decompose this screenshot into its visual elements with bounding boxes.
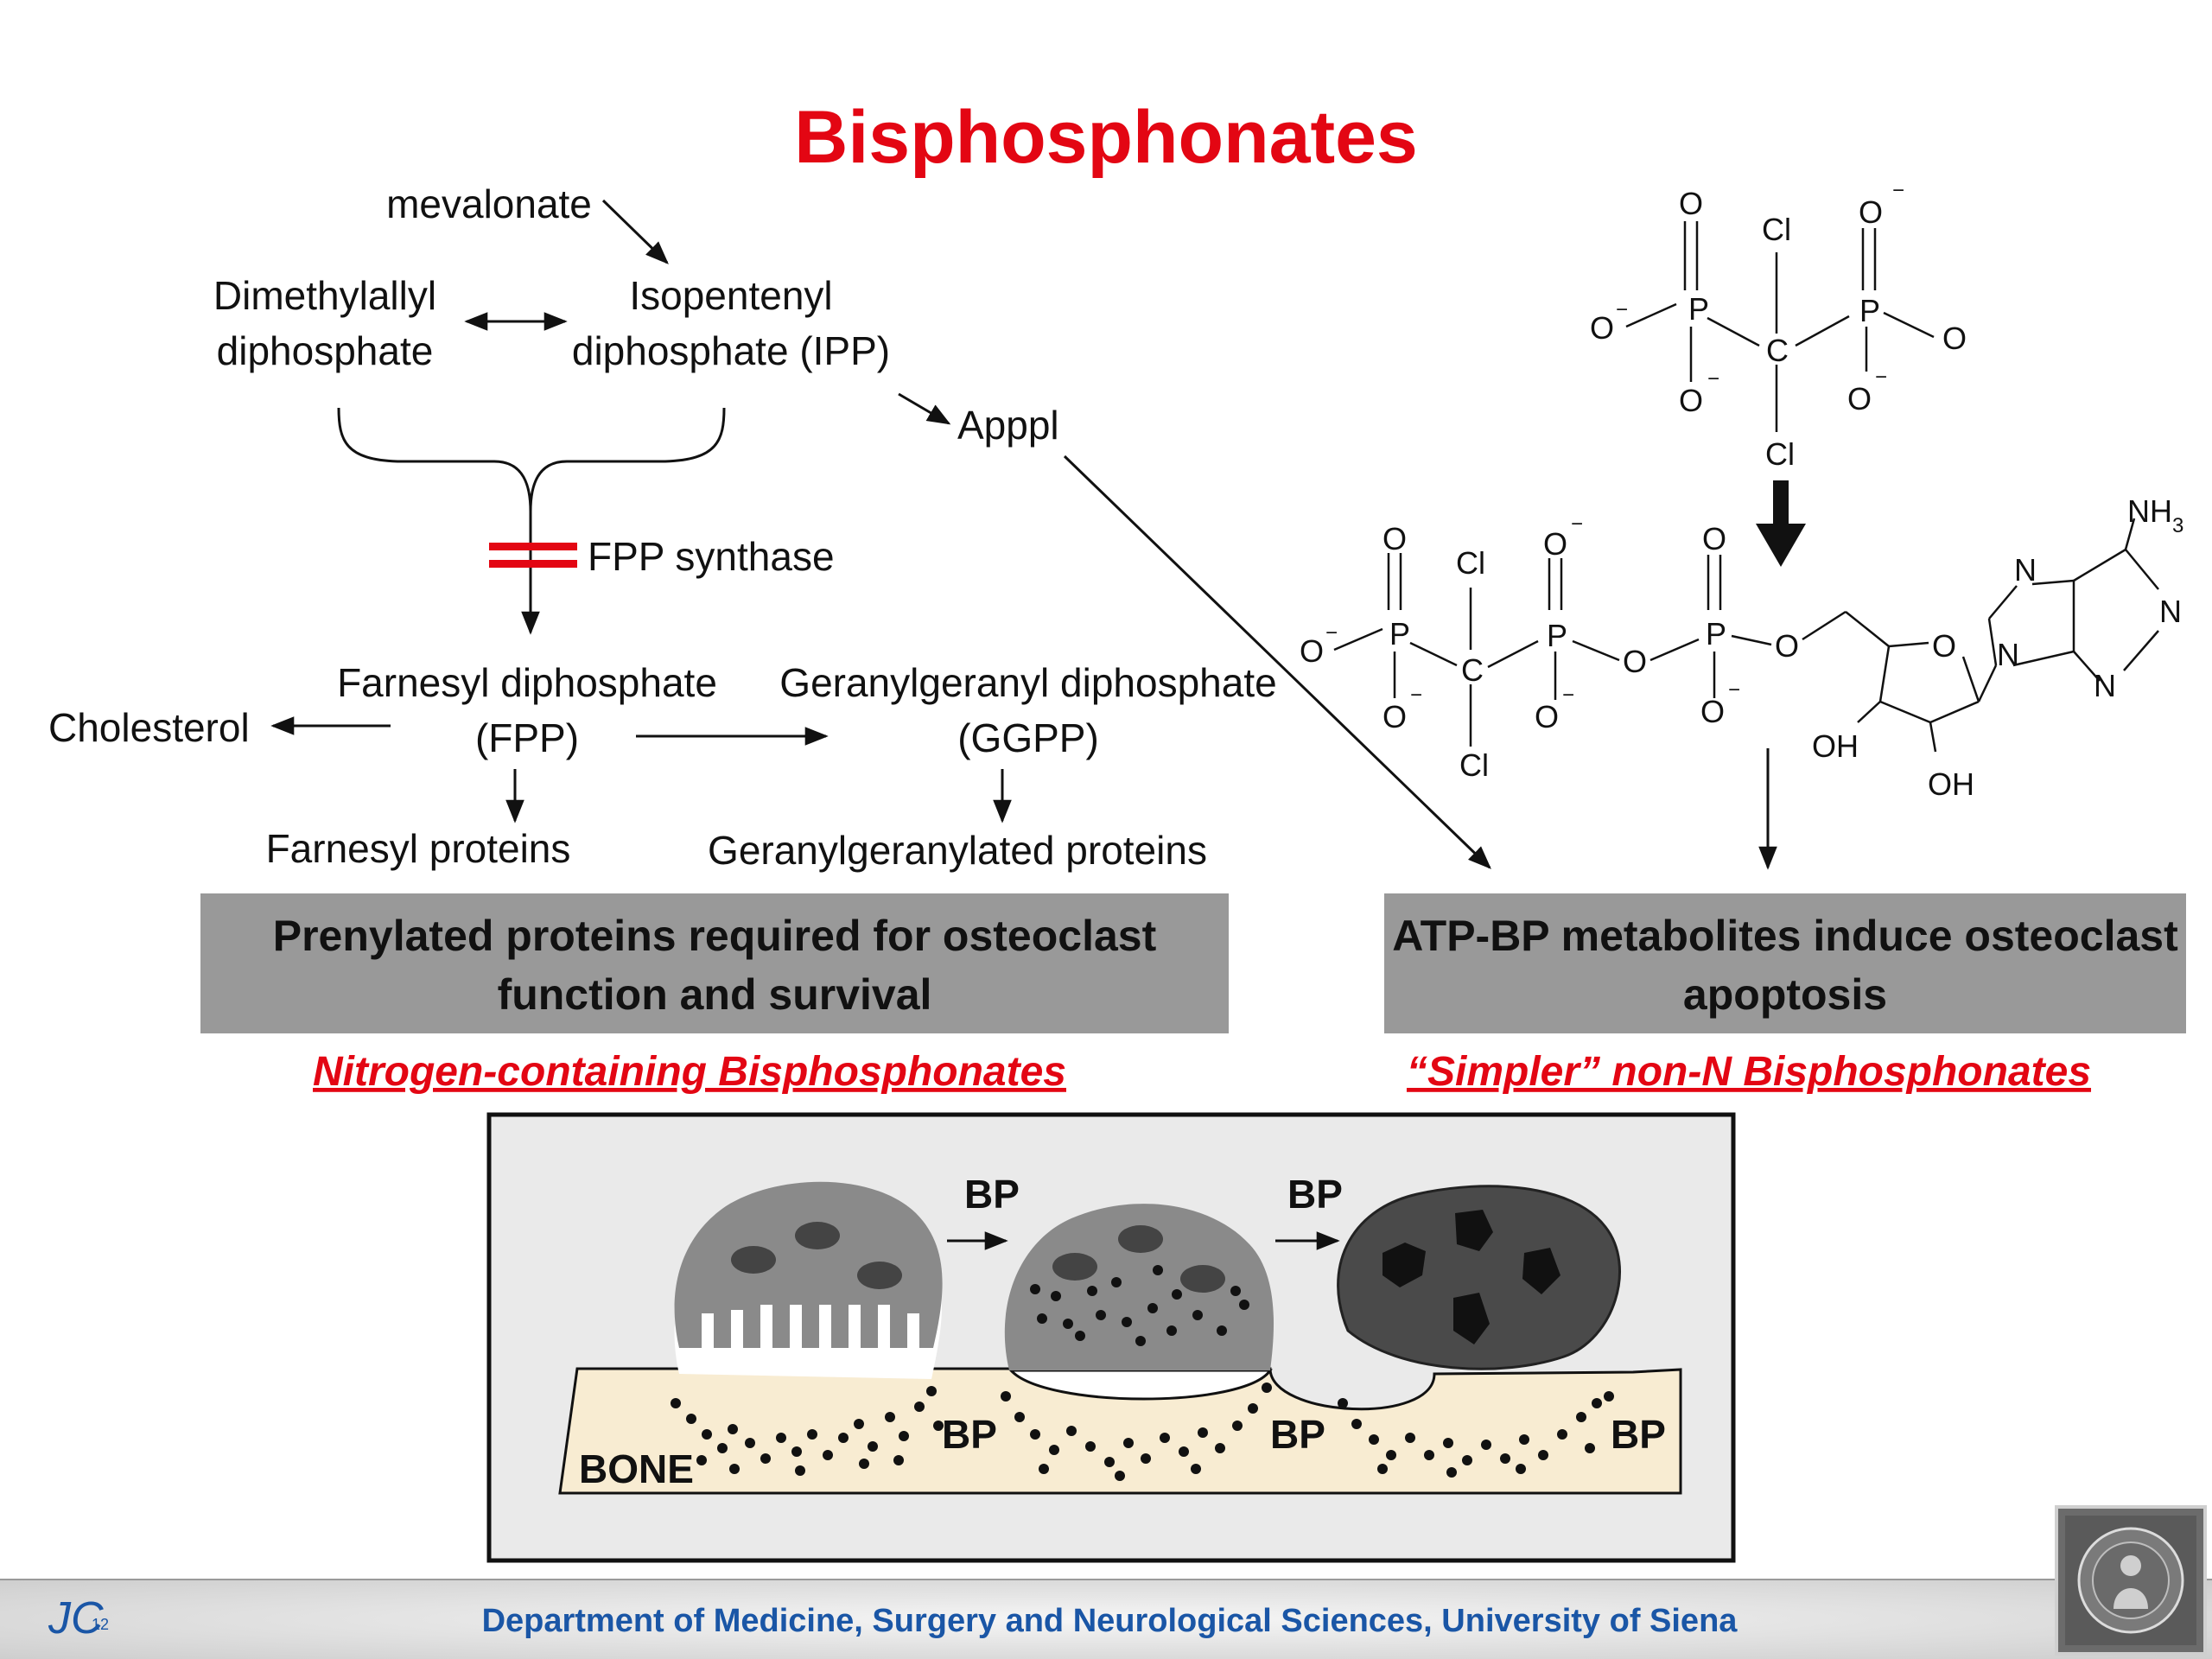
- clod-p-right: P: [1859, 293, 1880, 328]
- atp-nh-subscript: 3: [2172, 514, 2183, 537]
- atp-o-p2-bottom: O: [1535, 699, 1559, 734]
- arrow-appi-to-apoptosis-box: [1063, 454, 1491, 869]
- apoptosis-box: ATP-BP metabolites induce osteoclast apo…: [1384, 893, 2186, 1033]
- appi-label: Apppl: [957, 403, 1059, 448]
- ipp-label-line2: diphosphate (IPP): [572, 328, 890, 373]
- prenylated-box-line1: Prenylated proteins required for osteocl…: [273, 912, 1157, 960]
- atp-o-ribose: O: [1932, 628, 1956, 664]
- university-seal-icon: [2055, 1505, 2207, 1656]
- atp-o-ester: O: [1775, 628, 1799, 664]
- atp-charge: −: [1728, 678, 1740, 702]
- atp-n9: N: [1997, 637, 2019, 672]
- atp-p2: P: [1547, 618, 1567, 653]
- bp-bone-label-2: BP: [1270, 1412, 1325, 1457]
- atp-o-p1-top: O: [1382, 521, 1407, 556]
- clod-o-bottom-left: O: [1679, 383, 1703, 418]
- apoptosis-box-line2: apoptosis: [1683, 970, 1887, 1019]
- appccl2p-structure: O O − P O − Cl C Cl O − P O − O O P O − …: [1300, 493, 2183, 802]
- clod-charge: −: [1892, 179, 1904, 202]
- clod-o-bottom-right: O: [1847, 381, 1872, 416]
- fpp-synthase-label: FPP synthase: [588, 534, 835, 579]
- atp-charge: −: [1325, 621, 1338, 645]
- cholesterol-label: Cholesterol: [48, 705, 250, 750]
- atp-oh-left: OH: [1812, 728, 1859, 764]
- atp-oh-right: OH: [1928, 766, 1974, 802]
- clod-cl-top: Cl: [1762, 212, 1791, 247]
- clodronate-structure: O Cl O − O − P C P O O − O − Cl: [1590, 179, 1967, 472]
- atp-charge: −: [1410, 683, 1422, 707]
- clod-charge: −: [1616, 298, 1628, 321]
- footer-logo-sub: 12: [92, 1616, 109, 1633]
- metabolism-arrow: [1756, 480, 1806, 567]
- atp-n1: N: [2159, 594, 2182, 629]
- clod-p-left: P: [1688, 291, 1709, 327]
- arrow-ipp-to-appi: [898, 392, 951, 425]
- atp-n3: N: [2094, 668, 2116, 703]
- bp-bone-label-3: BP: [1611, 1412, 1666, 1457]
- fpp-label-line2: (FPP): [475, 715, 579, 760]
- inhibition-mark: [489, 543, 577, 568]
- ggpp-label-line1: Geranylgeranyl diphosphate: [779, 660, 1276, 705]
- bone-bp-particles: [671, 1382, 1614, 1481]
- clod-cl-bottom: Cl: [1765, 436, 1795, 472]
- clod-o-top-right: O: [1859, 194, 1883, 230]
- atp-cl-top: Cl: [1456, 545, 1485, 581]
- bp-label-arrow-2: BP: [1287, 1172, 1343, 1217]
- dma-label-line1: Dimethylallyl: [213, 273, 436, 318]
- atp-o-p2-top: O: [1543, 526, 1567, 562]
- fpp-label-line1: Farnesyl diphosphate: [337, 660, 717, 705]
- nbp-label: Nitrogen-containing Bisphosphonates: [313, 1049, 1066, 1095]
- atp-p3: P: [1706, 616, 1726, 652]
- atp-c: C: [1461, 652, 1484, 688]
- atp-o-p3-top: O: [1702, 521, 1726, 556]
- atp-nh: NH: [2127, 493, 2172, 529]
- osteoclast-illustration: BONE BP: [486, 1112, 1736, 1563]
- clod-c-center: C: [1766, 333, 1789, 368]
- footer-department: Department of Medicine, Surgery and Neur…: [482, 1603, 1738, 1639]
- footer-logo-mark: JC: [48, 1593, 104, 1643]
- prenylated-proteins-box: Prenylated proteins required for osteocl…: [200, 893, 1229, 1033]
- mevalonate-label: mevalonate: [386, 181, 592, 226]
- dma-label-line2: diphosphate: [217, 328, 434, 373]
- arrow-mevalonate-to-ipp: [601, 199, 669, 264]
- clod-o-top-left: O: [1679, 186, 1703, 221]
- apoptotic-osteoclast: [1337, 1185, 1621, 1370]
- bp-label-arrow-1: BP: [964, 1172, 1020, 1217]
- bone-label: BONE: [579, 1446, 694, 1491]
- atp-o-p1-left: O: [1300, 633, 1324, 669]
- atp-charge: −: [1562, 683, 1574, 707]
- atp-o-bridge: O: [1623, 644, 1647, 679]
- gg-proteins-label: Geranylgeranylated proteins: [708, 828, 1207, 873]
- inhibited-osteoclast: [1004, 1204, 1274, 1401]
- footer-bar: JC 12 Department of Medicine, Surgery an…: [0, 1579, 2212, 1659]
- farnesyl-proteins-label: Farnesyl proteins: [266, 826, 571, 871]
- clod-charge: −: [1707, 367, 1719, 391]
- atp-p1: P: [1389, 616, 1410, 652]
- bp-bone-label-1: BP: [942, 1412, 997, 1457]
- clod-charge: −: [1875, 365, 1887, 389]
- apoptosis-box-line1: ATP-BP metabolites induce osteoclast: [1392, 912, 2178, 960]
- merge-brace: [337, 407, 726, 512]
- mevalonate-pathway: mevalonate Dimethylallyl diphosphate Iso…: [48, 181, 1491, 873]
- non-nbp-label: “Simpler” non-N Bisphosphonates: [1407, 1049, 2091, 1095]
- atp-cl-bottom: Cl: [1459, 747, 1489, 783]
- ggpp-label-line2: (GGPP): [957, 715, 1099, 760]
- bone-surface: [558, 1367, 1682, 1495]
- active-osteoclast: [674, 1181, 943, 1379]
- atp-o-p3-bottom: O: [1700, 694, 1725, 729]
- atp-o-p1-bottom: O: [1382, 699, 1407, 734]
- clod-o-right: O: [1942, 321, 1967, 356]
- clod-o-left: O: [1590, 310, 1614, 346]
- atp-n7: N: [2014, 552, 2037, 588]
- prenylated-box-line2: function and survival: [498, 970, 932, 1019]
- ipp-label-line1: Isopentenyl: [629, 273, 832, 318]
- slide-title: Bisphosphonates: [794, 96, 1418, 179]
- atp-charge: −: [1571, 512, 1583, 536]
